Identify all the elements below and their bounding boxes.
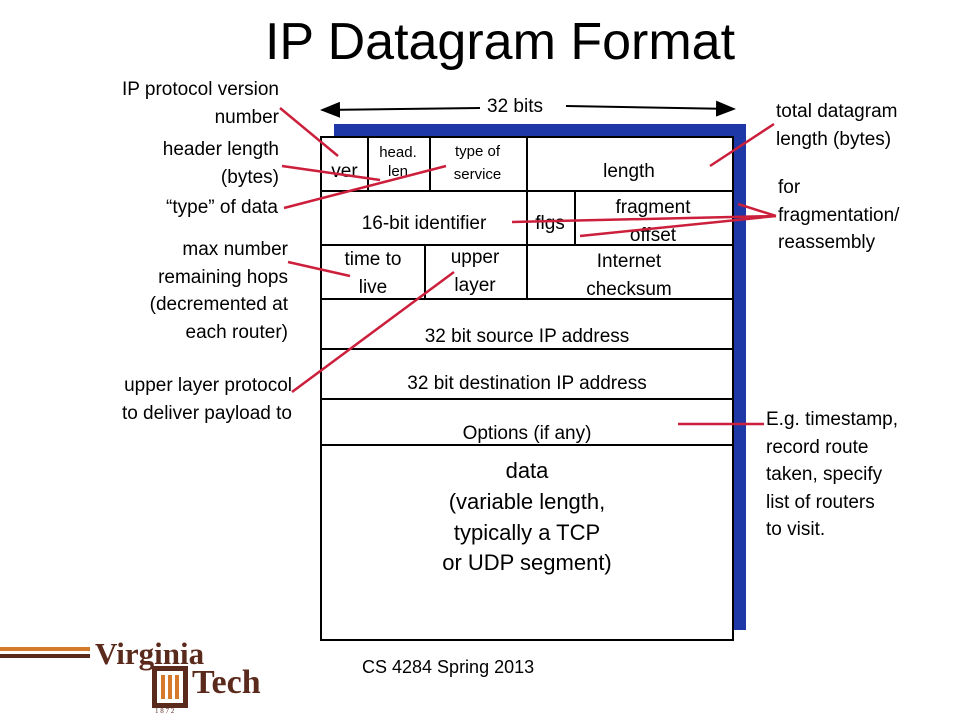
col-divider <box>424 244 426 298</box>
callout-length <box>709 122 775 168</box>
logo-tech: Tech <box>192 664 261 701</box>
logo-year: 1 8 7 2 <box>155 707 175 715</box>
field-data: data (variable length, typically a TCP o… <box>442 458 612 576</box>
logo-virginia: Virginia <box>95 636 205 671</box>
col-divider <box>429 138 431 190</box>
callout-frag-1 <box>511 214 777 224</box>
callout-frag-2 <box>737 202 777 218</box>
slide-title: IP Datagram Format <box>264 13 736 71</box>
row-divider <box>322 444 732 446</box>
callout-version <box>279 107 339 157</box>
col-divider <box>574 190 576 244</box>
col-divider <box>526 138 528 298</box>
row-divider <box>322 298 732 300</box>
bits-label: 32 bits <box>487 96 543 117</box>
field-identifier: 16-bit identifier <box>361 213 487 234</box>
field-flgs: flgs <box>535 213 565 234</box>
field-source-address: 32 bit source IP address <box>424 326 630 347</box>
annot-type-of-data: “type” of data <box>166 197 278 218</box>
row-divider <box>322 398 732 400</box>
callout-header-length <box>281 164 381 182</box>
footer-course: CS 4284 Spring 2013 <box>362 657 535 677</box>
row-divider <box>322 348 732 350</box>
bits-arrow-left <box>320 101 481 118</box>
bits-arrow-right <box>565 100 736 117</box>
field-options: Options (if any) <box>462 423 592 444</box>
field-length: length <box>603 161 655 182</box>
callout-ttl <box>287 260 351 278</box>
callout-type <box>283 164 447 210</box>
annot-options-example: E.g. timestamp,record route taken, speci… <box>766 409 898 541</box>
callout-upper-layer <box>291 270 455 394</box>
col-divider <box>367 138 369 190</box>
field-destination-address: 32 bit destination IP address <box>407 373 647 394</box>
logo-stripe <box>0 654 90 658</box>
logo-stripe <box>0 647 90 651</box>
field-head-len: head.len <box>379 144 417 180</box>
annot-header-length: header length(bytes) <box>162 139 279 188</box>
callout-frag-3 <box>579 214 777 238</box>
